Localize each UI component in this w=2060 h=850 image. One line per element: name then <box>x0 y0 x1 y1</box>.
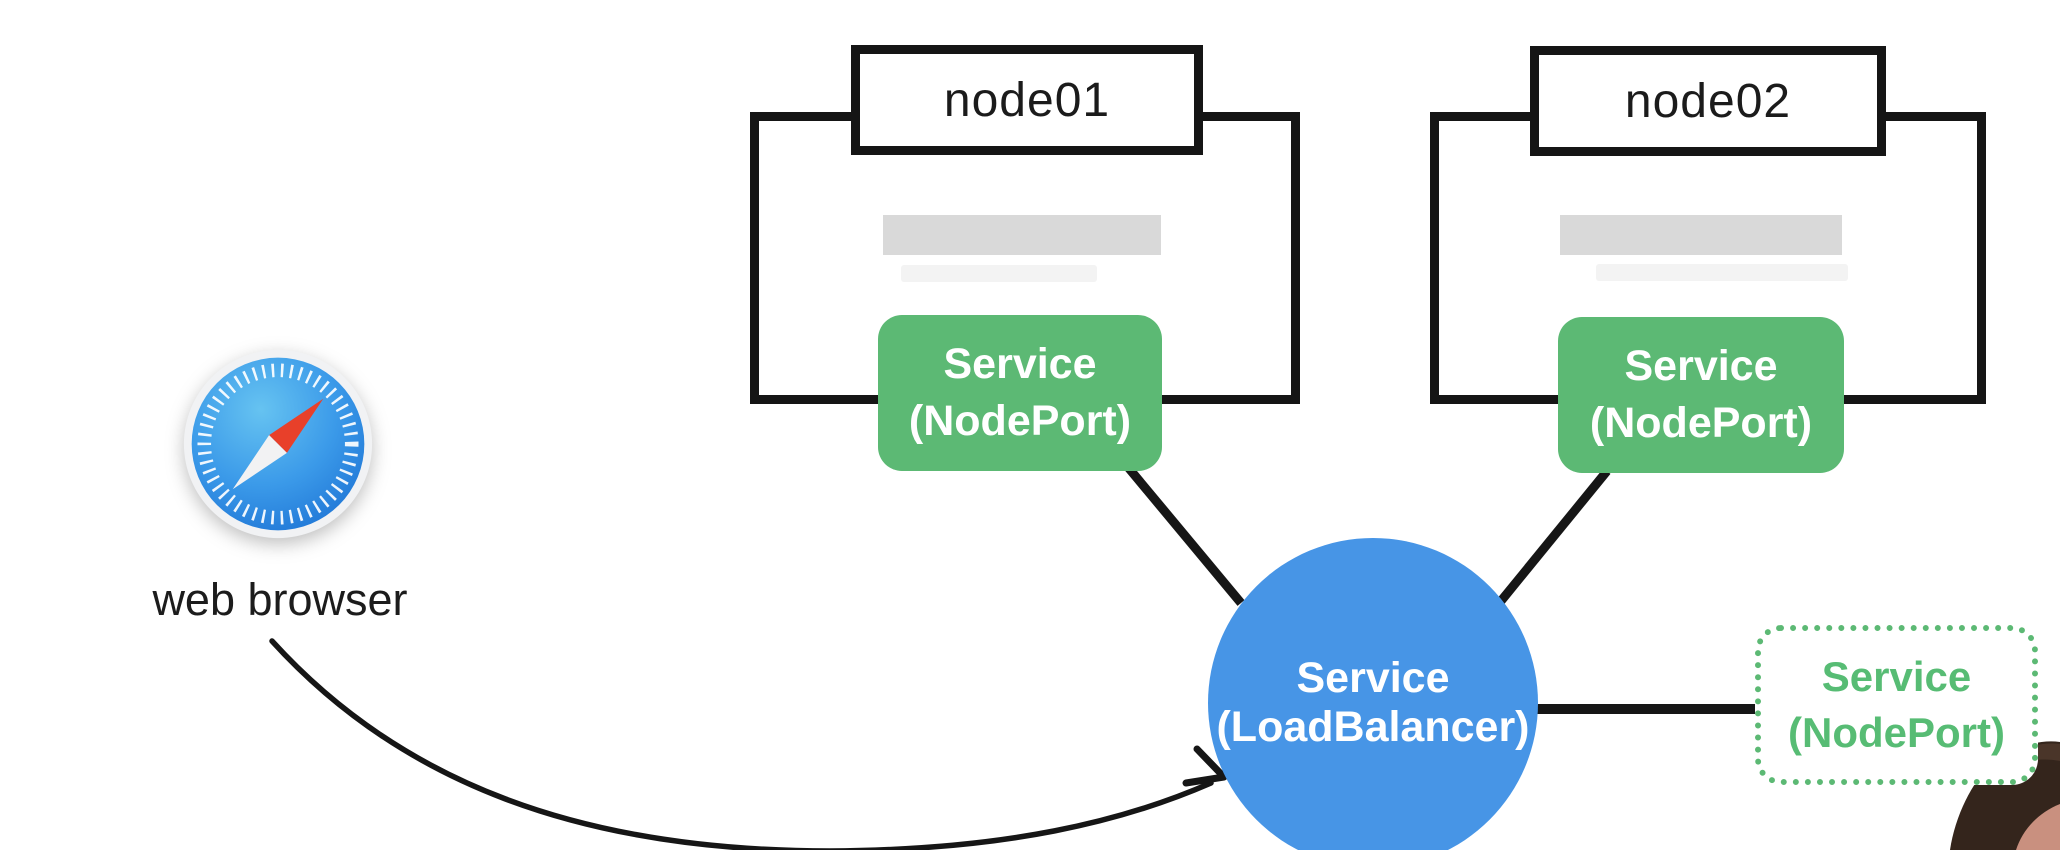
node01-service-line2: (NodePort) <box>908 397 1132 445</box>
node02-pod-placeholder-bar <box>1560 215 1842 255</box>
node01-service-line1: Service <box>943 340 1097 388</box>
presenter-forehead <box>2016 804 2060 850</box>
loadbalancer-line2: (LoadBalancer) <box>1216 703 1530 751</box>
pending-nodeport-service-box: Service (NodePort) <box>1755 625 2038 785</box>
safari-needle-red <box>269 398 324 453</box>
node01-pod-placeholder-bar <box>883 215 1161 255</box>
node02-service-line2: (NodePort) <box>1589 399 1813 447</box>
loadbalancer-service-circle: Service (LoadBalancer) <box>1208 538 1538 850</box>
node02-nodeport-service-box: Service (NodePort) <box>1558 317 1844 473</box>
connector-node02-to-loadbalancer <box>1497 468 1611 604</box>
safari-tick-marks <box>197 363 359 525</box>
arrow-browser-to-loadbalancer <box>269 638 1214 850</box>
connector-node01-to-loadbalancer <box>1123 463 1245 606</box>
node01-title: node01 <box>943 73 1111 127</box>
node02-service-line1: Service <box>1624 342 1778 390</box>
node02-label-box: node02 <box>1530 46 1886 156</box>
pending-service-line2: (NodePort) <box>1788 709 2005 756</box>
web-browser-label: web browser <box>95 574 465 626</box>
safari-needle-white <box>232 435 287 490</box>
node02-faded-placeholder-bar <box>1596 264 1848 281</box>
loadbalancer-line1: Service <box>1296 654 1450 702</box>
arrowhead-icon <box>1182 745 1228 787</box>
node02-title: node02 <box>1624 74 1792 128</box>
web-browser-label-text: web browser <box>152 574 408 625</box>
node01-nodeport-service-box: Service (NodePort) <box>878 315 1162 471</box>
node01-faded-placeholder-bar <box>901 265 1097 282</box>
node01-label-box: node01 <box>851 45 1203 155</box>
safari-compass-icon <box>183 349 373 539</box>
safari-needle <box>232 398 324 490</box>
pending-service-line1: Service <box>1821 653 1972 700</box>
